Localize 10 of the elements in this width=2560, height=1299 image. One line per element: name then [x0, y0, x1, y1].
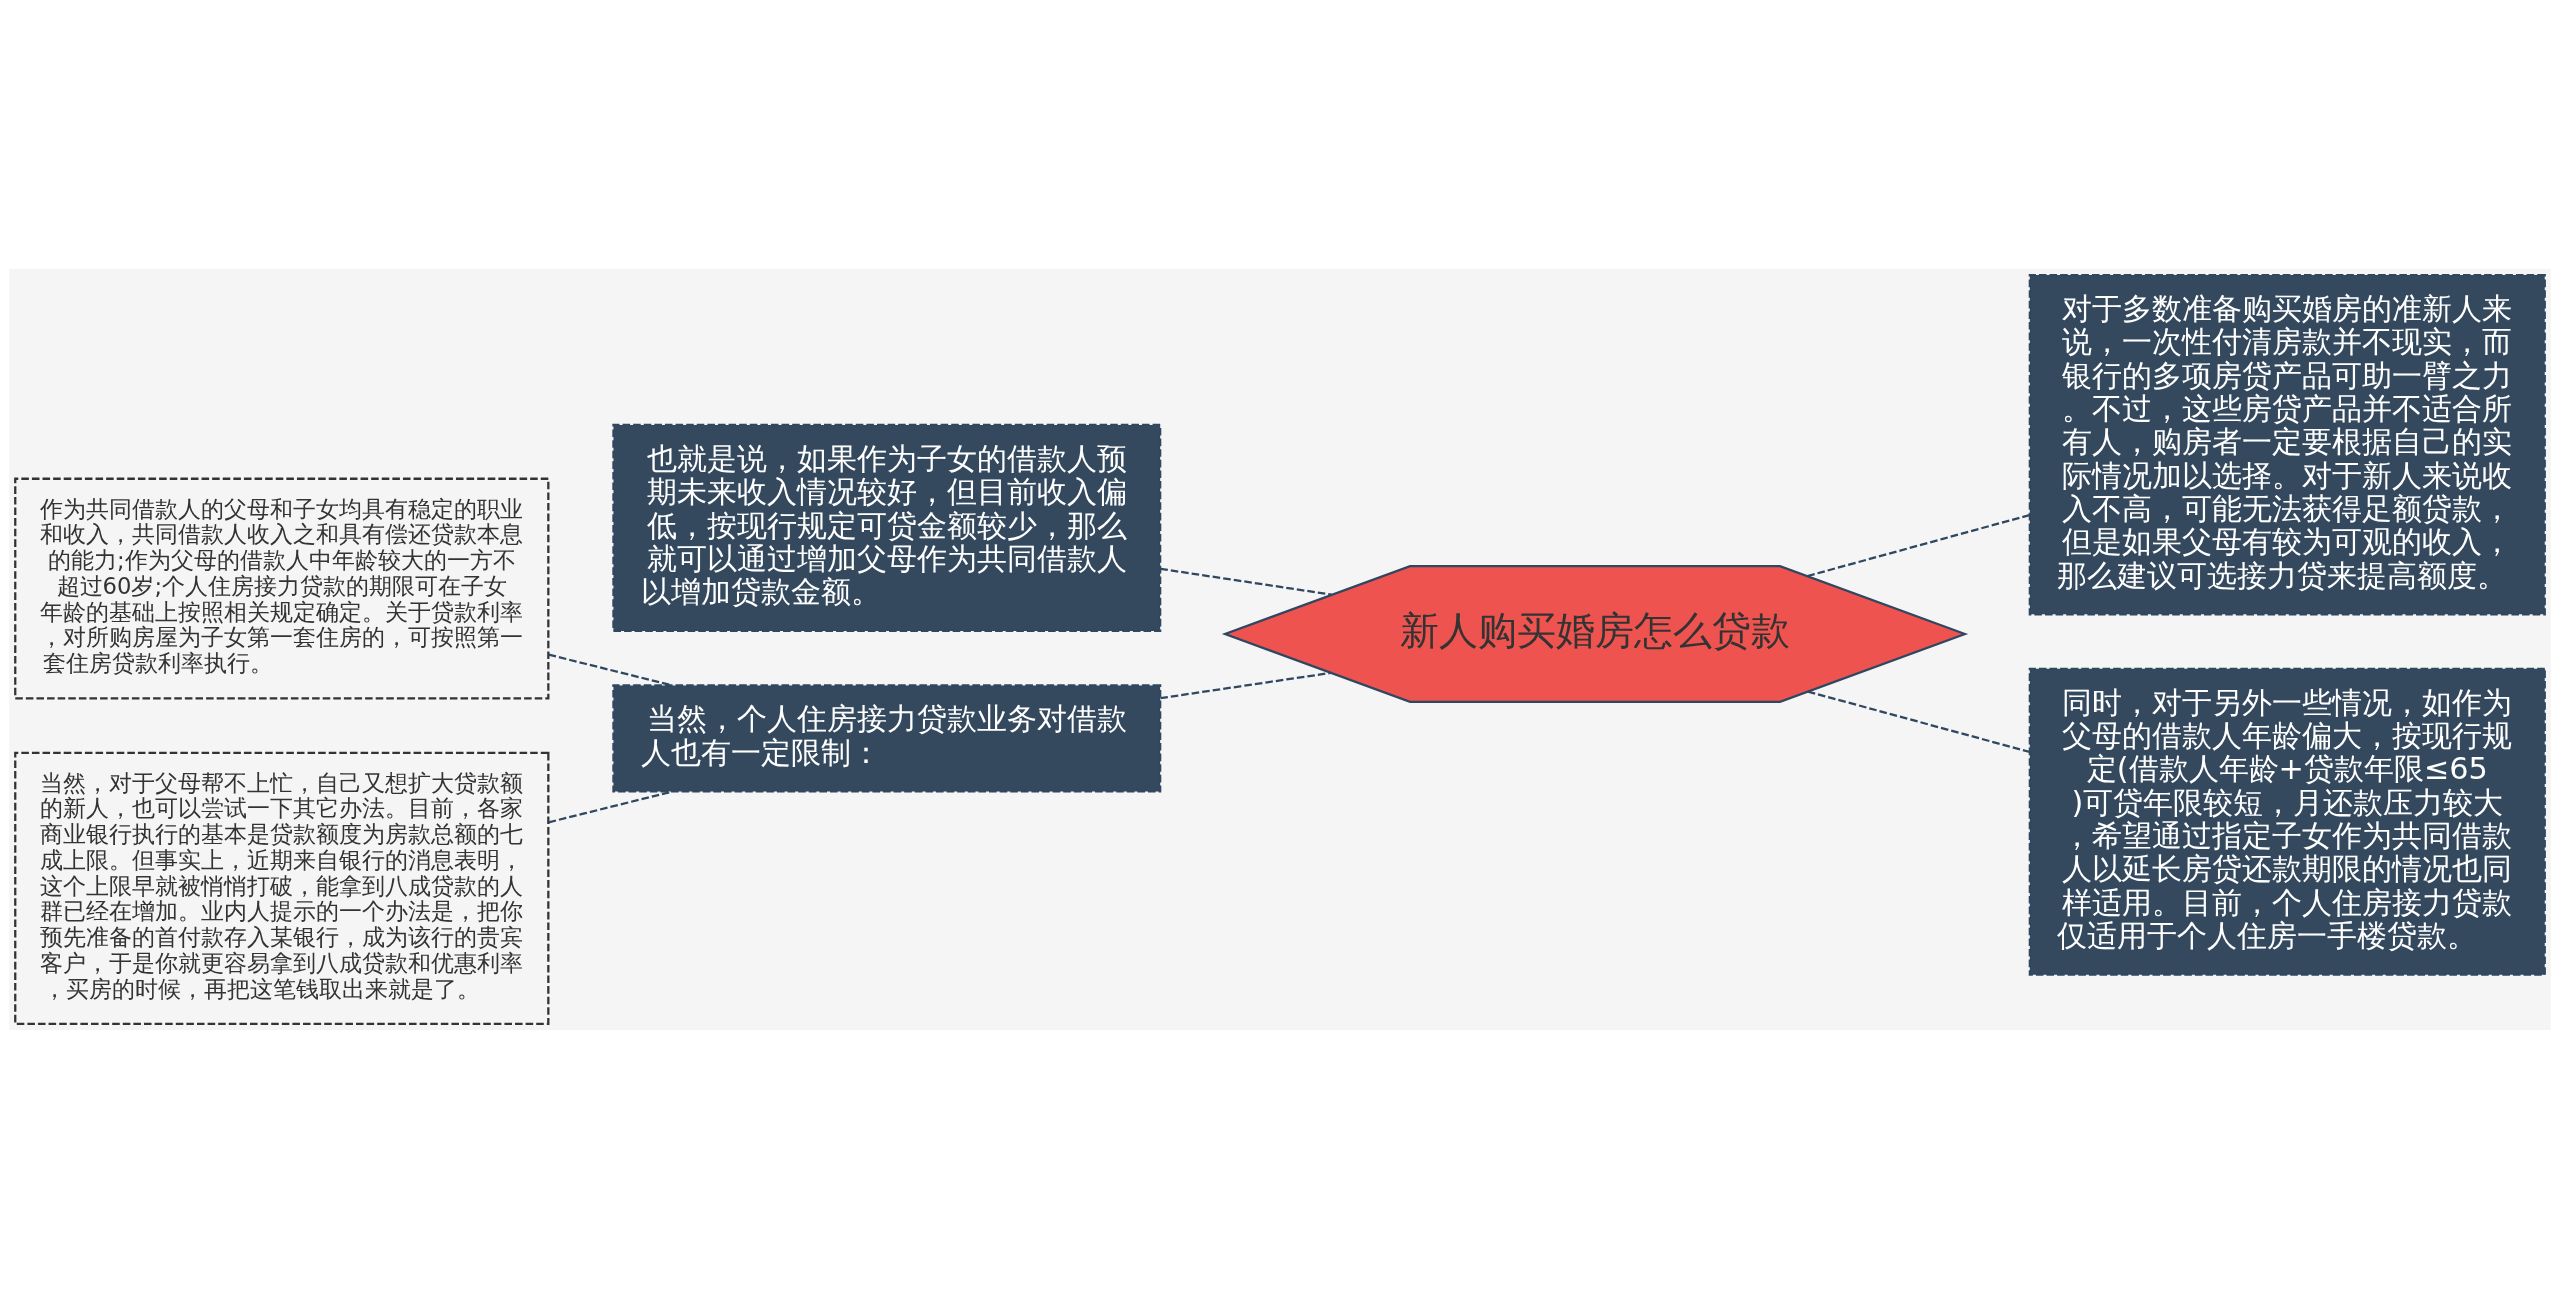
connector — [1160, 671, 1331, 700]
node-box: 作为共同借款人的父母和子女均具有稳定的职业和收入，共同借款人收入之和具有偿还贷款本息的能力;作为父母的借款人中年龄较大的一方不超过60岁;个人住房接力贷款的期限可在子女年龄的基础上按照相关规定确定。关于贷款利率，对所购房屋为子女第一套住房的，可按照第一套住房贷款利率执行。 — [14, 477, 550, 700]
connector — [1807, 513, 2030, 578]
node-box: 对于多数准备购买婚房的准新人来说，一次性付清房款并不现实，而银行的多项房贷产品可助一臂之力。不过，这些房贷产品并不适合所有人，购房者一定要根据自己的实际情况加以选择。对于新人来说收入不高，可能无法获得足额贷款，但是如果父母有较为可观的收入，那么建议可选接力贷来提高额度。 — [2028, 273, 2546, 616]
node-box: 同时，对于另外一些情况，如作为父母的借款人年龄偏大，按现行规定(借款人年龄+贷款年限≤65)可贷年限较短，月还款压力较大，希望通过指定子女作为共同借款人以延长房贷还款期限的情况也同样适用。目前，个人住房接力贷款仅适用于个人住房一手楼贷款。 — [2028, 667, 2546, 976]
node-box: 当然，个人住房接力贷款业务对借款人也有一定限制： — [612, 684, 1162, 793]
connector — [1807, 690, 2031, 754]
connector — [1160, 567, 1332, 596]
node-box: 当然，对于父母帮不上忙，自己又想扩大贷款额的新人，也可以尝试一下其它办法。目前，各家商业银行执行的基本是贷款额度为房款总额的七成上限。但事实上，近期来自银行的消息表明，这个上限早就被悄悄打破，能拿到八成贷款的人群已经在增加。业内人提示的一个办法是，把你预先准备的首付款存入某银行，成为该行的贵宾客户，于是你就更容易拿到八成贷款和优惠利率，买房的时候，再把这笔钱取出来就是了。 — [14, 751, 550, 1026]
node-box: 也就是说，如果作为子女的借款人预期未来收入情况较好，但目前收入偏低，按现行规定可贷金额较少，那么就可以通过增加父母作为共同借款人以增加贷款金额。 — [612, 423, 1162, 633]
